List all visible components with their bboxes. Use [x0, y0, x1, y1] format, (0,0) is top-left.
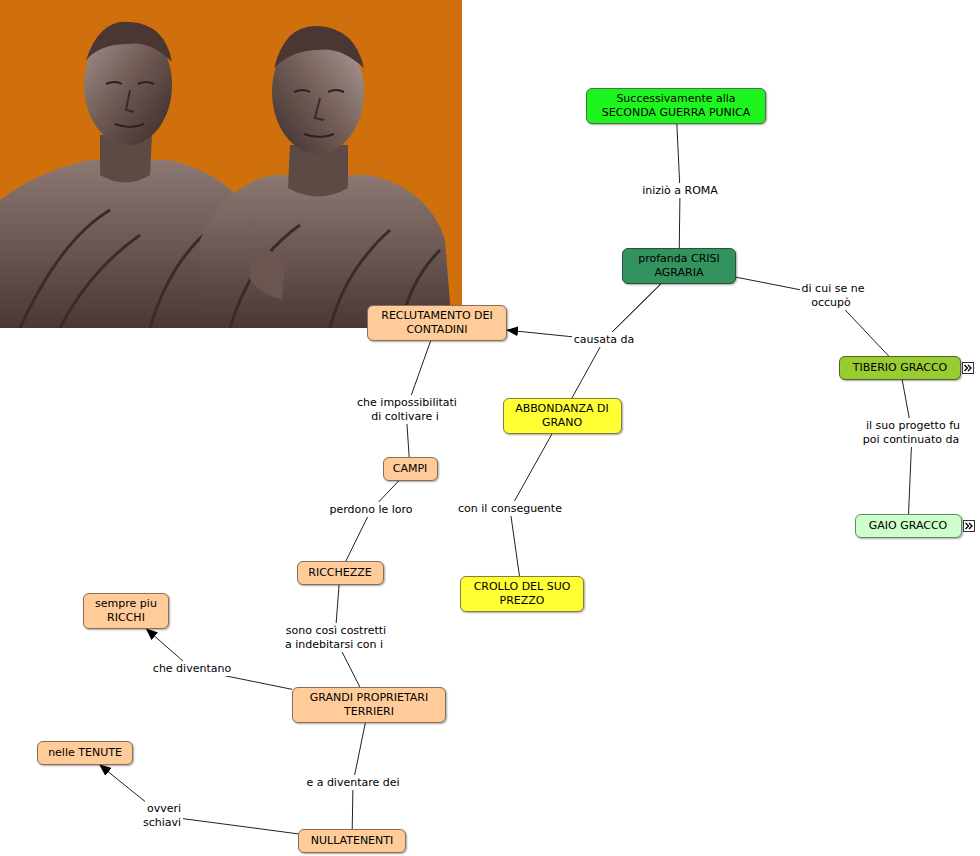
connector: [346, 481, 399, 561]
concept-text: CAMPI: [393, 462, 428, 476]
link-phrase-text: che diventano: [151, 661, 233, 676]
link-phrase-text: con il conseguente: [456, 501, 564, 516]
link-phrase: di cui se ne occupò: [796, 282, 868, 311]
link-phrase-text: iniziò a ROMA: [640, 183, 720, 198]
link-phrase: con il conseguente: [445, 502, 575, 516]
link-phrase: che impossibilitati di coltivare i: [355, 396, 457, 425]
concept-box: TIBERIO GRACCO: [839, 356, 961, 380]
concept-text: sempre piu RICCHI: [91, 597, 161, 625]
concept-text: GAIO GRACCO: [869, 519, 948, 533]
concept-text: nelle TENUTE: [48, 746, 122, 760]
concept-text: CROLLO DEL SUO PREZZO: [467, 580, 577, 608]
resource-icon: [962, 362, 974, 374]
link-phrase-text: perdono le loro: [327, 502, 414, 517]
resource-icon: [963, 520, 975, 532]
link-phrase: sono così costretti a indebitarsi con i: [283, 624, 387, 653]
connector: [572, 284, 661, 398]
concept-box: ABBONDANZA DI GRANO: [503, 398, 622, 434]
link-phrase-text: causata da: [572, 332, 637, 347]
link-phrase-text: di cui se ne occupò: [800, 281, 865, 310]
concept-text: NULLATENENTI: [311, 834, 394, 848]
concept-box: CROLLO DEL SUO PREZZO: [460, 576, 584, 612]
concept-text: GRANDI PROPRIETARI TERRIERI: [299, 691, 439, 719]
link-phrase-text: il suo progetto fu poi continuato da: [863, 418, 961, 447]
concept-box: sempre piu RICCHI: [83, 593, 169, 629]
concept-text: RICCHEZZE: [308, 566, 372, 580]
connector: [902, 380, 912, 514]
concept-box: profanda CRISI AGRARIA: [622, 248, 736, 284]
link-phrase-text: ovveri schiavi: [143, 801, 183, 830]
link-phrase: ovveri schiavi: [138, 802, 188, 831]
link-phrase-text: che impossibilitati di coltivare i: [355, 395, 457, 424]
concept-box: GAIO GRACCO: [855, 514, 962, 538]
link-phrase: e a diventare dei: [288, 776, 418, 790]
concept-text: TIBERIO GRACCO: [853, 361, 948, 375]
link-phrase: perdono le loro: [311, 503, 431, 517]
concept-box: NULLATENENTI: [298, 829, 406, 853]
concept-text: profanda CRISI AGRARIA: [629, 252, 729, 280]
link-phrase: iniziò a ROMA: [620, 184, 740, 198]
concept-box: GRANDI PROPRIETARI TERRIERI: [292, 687, 446, 723]
concept-text: RECLUTAMENTO DEI CONTADINI: [375, 309, 500, 337]
link-phrase-text: sono così costretti a indebitarsi con i: [284, 623, 386, 652]
link-phrase: che diventano: [137, 662, 247, 676]
concept-text: Successivamente alla SECONDA GUERRA PUNI…: [599, 92, 754, 120]
concept-text: ABBONDANZA DI GRANO: [510, 402, 615, 430]
concept-box: nelle TENUTE: [37, 741, 133, 765]
link-phrase: il suo progetto fu poi continuato da: [860, 419, 965, 448]
concept-box: RICCHEZZE: [297, 561, 384, 585]
concept-box: CAMPI: [383, 457, 438, 481]
connector: [736, 277, 889, 356]
concept-box: RECLUTAMENTO DEI CONTADINI: [367, 305, 507, 341]
link-phrase: causata da: [554, 333, 654, 347]
gracchi-photo: [0, 0, 462, 328]
concept-box: Successivamente alla SECONDA GUERRA PUNI…: [586, 88, 766, 124]
link-phrase-text: e a diventare dei: [304, 775, 401, 790]
connector: [146, 629, 292, 689]
connector: [100, 765, 298, 834]
